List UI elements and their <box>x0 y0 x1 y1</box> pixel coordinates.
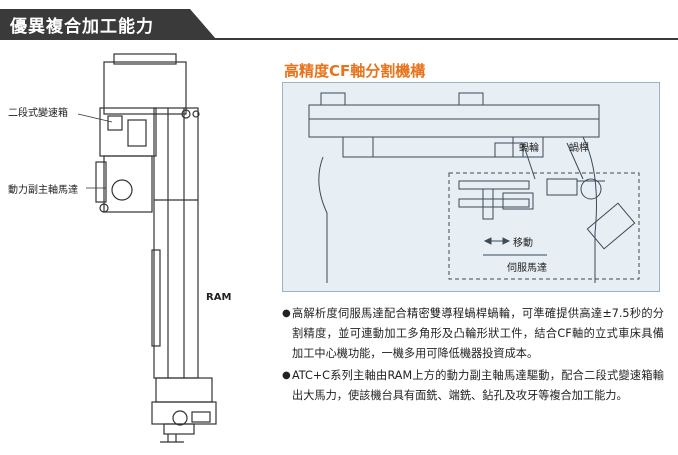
list-item: ● 高解析度伺服馬達配合精密雙導程蝸桿蝸輪，可準確提供高達±7.5秒的分割精度，… <box>282 304 664 364</box>
label-worm: 蝸桿 <box>569 143 589 154</box>
cf-axis-mechanism-illustration <box>308 92 640 283</box>
ram-machine-illustration <box>77 53 217 443</box>
label-servo-motor: 伺服馬達 <box>507 263 547 274</box>
bullet-text: ATC+C系列主軸由RAM上方的動力副主軸馬達驅動，配合二段式變速箱輸出大馬力，… <box>292 369 664 402</box>
feature-list: ● 高解析度伺服馬達配合精密雙導程蝸桿蝸輪，可準確提供高達±7.5秒的分割精度，… <box>282 304 664 408</box>
bullet-text: 高解析度伺服馬達配合精密雙導程蝸桿蝸輪，可準確提供高達±7.5秒的分割精度，並可… <box>292 307 664 360</box>
ram-machine-drawing: 二段式變速箱 動力副主軸馬達 RAM <box>0 50 262 450</box>
cf-axis-diagram: 蝸輪 蝸桿 移動 伺服馬達 <box>282 82 660 292</box>
bullet-dot-icon: ● <box>282 370 291 381</box>
header-divider <box>0 38 678 40</box>
list-item: ● ATC+C系列主軸由RAM上方的動力副主軸馬達驅動，配合二段式變速箱輸出大馬… <box>282 366 664 406</box>
label-ram: RAM <box>206 292 232 303</box>
bullet-dot-icon: ● <box>282 308 291 319</box>
label-power-motor: 動力副主軸馬達 <box>8 185 78 196</box>
cf-axis-title: 高精度CF軸分割機構 <box>284 62 426 80</box>
page-title: 優異複合加工能力 <box>10 17 154 37</box>
label-worm-wheel: 蝸輪 <box>519 143 539 154</box>
header-tab <box>0 9 216 39</box>
label-move: 移動 <box>513 238 533 249</box>
section-header: 優異複合加工能力 <box>0 0 678 44</box>
label-two-stage-gearbox: 二段式變速箱 <box>8 108 68 119</box>
